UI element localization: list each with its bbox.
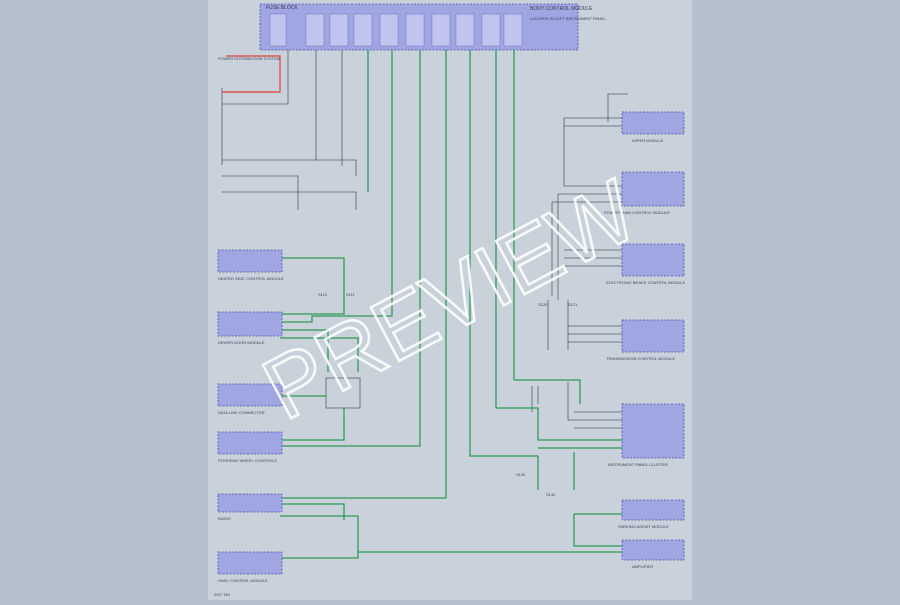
component-label: AMPLIFIER	[632, 564, 653, 569]
wire	[280, 503, 345, 520]
wire	[280, 50, 393, 323]
wire	[607, 93, 628, 122]
steering-controls-box[interactable]	[217, 431, 283, 455]
component-label: STEERING WHEEL CONTROLS	[218, 458, 277, 463]
component-label: DATA LINK CONNECTOR	[218, 410, 265, 415]
wire	[280, 337, 359, 372]
wire	[280, 257, 345, 315]
driver-door-module-box[interactable]	[217, 311, 283, 337]
component-label: ELECTRONIC BRAKE CONTROL MODULE	[606, 280, 686, 285]
module-pin	[379, 13, 399, 47]
component-label: RADIO	[218, 516, 231, 521]
pcm-box[interactable]	[621, 171, 685, 207]
ebcm-box[interactable]	[621, 243, 685, 277]
wire	[222, 191, 357, 210]
heated-seat-module-box[interactable]	[217, 249, 283, 273]
module-pin	[405, 13, 425, 47]
parking-assist-box[interactable]	[621, 499, 685, 521]
wire	[469, 50, 538, 457]
hvac-module-box[interactable]	[217, 551, 283, 575]
wire	[280, 408, 345, 441]
splice-label: S121	[568, 302, 578, 307]
splice-label: S110	[318, 292, 328, 297]
wire	[316, 159, 357, 176]
wire	[564, 249, 622, 267]
module-title: BODY CONTROL MODULE	[530, 6, 593, 12]
wire	[280, 515, 359, 530]
splice-label: S130	[516, 472, 526, 477]
wire	[222, 50, 289, 105]
wire	[280, 329, 329, 372]
data-link-connector-box[interactable]	[217, 383, 283, 407]
wire	[496, 407, 622, 441]
amplifier-box[interactable]	[621, 539, 685, 561]
wire	[222, 50, 317, 161]
wire	[563, 118, 622, 187]
module-pin	[503, 13, 523, 47]
wire	[514, 379, 581, 404]
component-label: HEATED SEAT CONTROL MODULE	[218, 276, 284, 281]
wire	[551, 201, 622, 296]
wire	[537, 452, 575, 490]
component-label: POWER DISTRIBUTION SYSTEM	[218, 56, 280, 61]
component-label: DRIVER DOOR MODULE	[218, 340, 265, 345]
tcm-box[interactable]	[621, 319, 685, 353]
cluster-box[interactable]	[621, 403, 685, 459]
power-wire	[222, 55, 281, 93]
footer-code: 2017 MD	[214, 592, 230, 597]
module-pin	[269, 13, 287, 47]
wire	[280, 530, 359, 559]
wire	[222, 175, 299, 210]
diagram-sheet: FUSE BLOCK BODY CONTROL MODULE LOCATED I…	[208, 0, 692, 600]
module-pin	[353, 13, 373, 47]
component-label: WIPER MODULE	[632, 138, 664, 143]
wire	[574, 411, 622, 429]
module-subtitle: LOCATED IN LEFT INSTRUMENT PANEL	[530, 16, 606, 21]
splice-label: S120	[538, 302, 548, 307]
module-pin	[329, 13, 349, 47]
splice-label: S140	[546, 492, 556, 497]
module-pin	[455, 13, 475, 47]
component-label: PARKING ASSIST MODULE	[618, 524, 669, 529]
wire	[280, 50, 447, 499]
module-pin	[431, 13, 451, 47]
module-pin	[305, 13, 325, 47]
wiper-module-box[interactable]	[621, 111, 685, 135]
component-label: POWERTRAIN CONTROL MODULE	[604, 210, 670, 215]
module-pin	[481, 13, 501, 47]
fuse-block-label: FUSE BLOCK	[266, 5, 298, 11]
component-label: HVAC CONTROL MODULE	[218, 578, 268, 583]
component-label: INSTRUMENT PANEL CLUSTER	[608, 462, 668, 467]
wire	[280, 50, 421, 447]
module-pins	[269, 13, 523, 47]
splice-pack	[325, 377, 361, 409]
wire	[573, 513, 622, 547]
wire	[568, 325, 622, 343]
radio-box[interactable]	[217, 493, 283, 513]
wiring-diagram: FUSE BLOCK BODY CONTROL MODULE LOCATED I…	[214, 3, 686, 597]
wire	[547, 300, 569, 350]
splice-label: S111	[346, 292, 356, 297]
wire	[567, 382, 622, 421]
component-label: TRANSMISSION CONTROL MODULE	[606, 356, 676, 361]
